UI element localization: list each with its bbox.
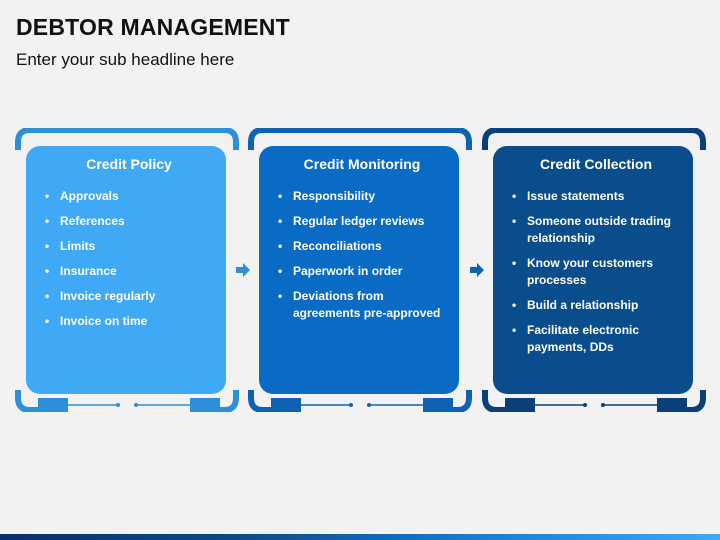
card-title: Credit Monitoring: [303, 156, 421, 172]
credit-monitoring-card: Credit Monitoring Responsibility Regular…: [259, 146, 459, 394]
list-item: Someone outside trading relationship: [511, 213, 681, 247]
list-item: Deviations from agreements pre-approved: [277, 288, 447, 322]
list-item: Limits: [44, 238, 214, 255]
arrow-right-icon: [236, 263, 250, 277]
credit-collection-frame: Credit Collection Issue statements Someo…: [481, 128, 707, 412]
list-item: Issue statements: [511, 188, 681, 205]
credit-monitoring-list: Responsibility Regular ledger reviews Re…: [277, 188, 447, 322]
page-subtitle: Enter your sub headline here: [16, 50, 235, 69]
credit-policy-card: Credit Policy Approvals References Limit…: [26, 146, 226, 394]
list-item: Approvals: [44, 188, 214, 205]
list-item: Responsibility: [277, 188, 447, 205]
credit-collection-bracket: [482, 128, 706, 412]
credit-monitoring-frame: Credit Monitoring Responsibility Regular…: [247, 128, 473, 412]
list-item: Paperwork in order: [277, 263, 447, 280]
list-item: Invoice regularly: [44, 288, 214, 305]
list-item: Build a relationship: [511, 297, 681, 314]
credit-monitoring-bracket: [248, 128, 472, 412]
footer-bar: [0, 534, 720, 540]
list-item: Facilitate electronic payments, DDs: [511, 322, 681, 356]
credit-policy-list: Approvals References Limits Insurance In…: [44, 188, 214, 330]
credit-policy-frame: Credit Policy Approvals References Limit…: [14, 128, 240, 412]
credit-collection-card: Credit Collection Issue statements Someo…: [493, 146, 693, 394]
list-item: Reconciliations: [277, 238, 447, 255]
list-item: Invoice on time: [44, 313, 214, 330]
card-title: Credit Collection: [539, 156, 652, 172]
credit-policy-bracket: [15, 128, 239, 412]
credit-collection-list: Issue statements Someone outside trading…: [511, 188, 681, 356]
list-item: Know your customers processes: [511, 255, 681, 289]
page-title: DEBTOR MANAGEMENT: [16, 14, 290, 40]
card-title: Credit Policy: [86, 156, 172, 172]
list-item: Regular ledger reviews: [277, 213, 447, 230]
list-item: Insurance: [44, 263, 214, 280]
arrow-right-icon: [470, 263, 484, 277]
list-item: References: [44, 213, 214, 230]
